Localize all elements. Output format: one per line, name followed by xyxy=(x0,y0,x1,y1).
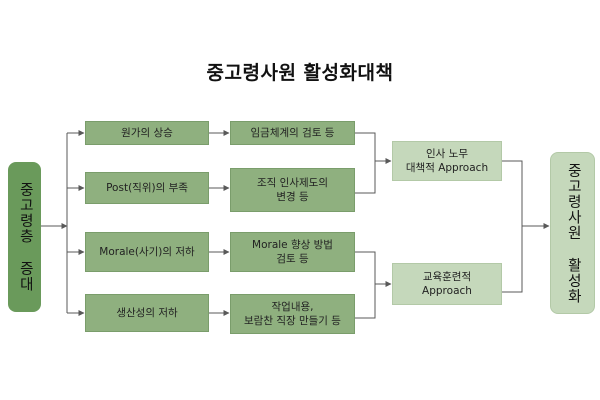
box-measure-morale-review: Morale 향상 방법 검토 등 xyxy=(230,232,355,272)
box-cause-post-shortage: Post(직위)의 부족 xyxy=(85,172,209,204)
box-result-activation: 중고령사원 활성화 xyxy=(550,152,595,314)
line-measure1-merge xyxy=(355,132,376,194)
line-measure3-merge xyxy=(355,251,376,319)
box-cause-productivity-decline: 생산성의 저하 xyxy=(85,294,209,332)
box-middle-aged-increase: 중고령층 증대 xyxy=(8,162,41,312)
diagram-title: 중고령사원 활성화대책 xyxy=(206,62,394,84)
box-cause-cost-rise: 원가의 상승 xyxy=(85,121,209,145)
box-cause-morale-decline: Morale(사기)의 저하 xyxy=(85,232,209,272)
box-measure-org-change: 조직 인사제도의 변경 등 xyxy=(230,168,355,212)
box-approach-training: 교육훈련적 Approach xyxy=(392,263,502,305)
box-measure-job-content: 작업내용, 보람찬 직장 만들기 등 xyxy=(230,294,355,334)
box-measure-wage-review: 임금체계의 검토 등 xyxy=(230,121,355,145)
box-approach-hr: 인사 노무 대책적 Approach xyxy=(392,141,502,181)
line-approaches-merge xyxy=(502,160,523,293)
